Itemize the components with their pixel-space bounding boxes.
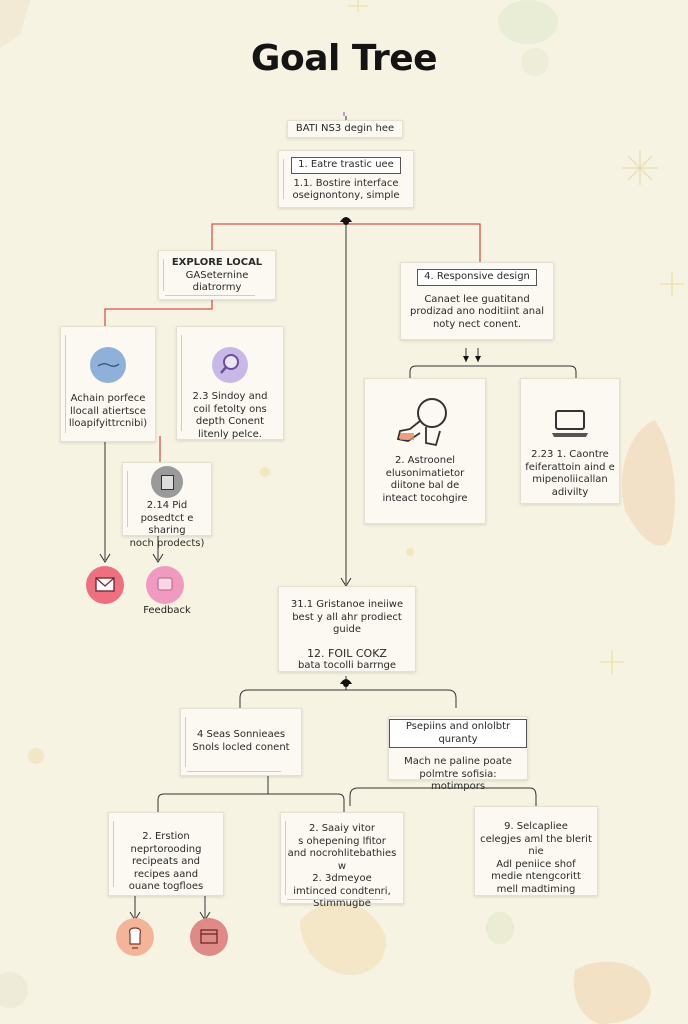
goal-node-text: GASeternine diatrormy bbox=[185, 269, 249, 294]
goal-node-header: 12. FOIL COKZ bbox=[307, 646, 387, 660]
page-title: Goal Tree bbox=[250, 38, 438, 79]
goal-node-text: Canaet lee guatitand prodizad ano noditi… bbox=[409, 293, 545, 330]
root-node: BATI NS3 degin hee bbox=[287, 120, 403, 138]
goal-node-text: Mach ne paline poate polmtre sofisia: mo… bbox=[404, 756, 512, 792]
goal-node-subtext: bata tocolli barrnge bbox=[297, 660, 397, 672]
goal-node-explore-local: EXPLORE LOCAL GASeternine diatrormy bbox=[158, 250, 276, 300]
binoculars-icon bbox=[396, 398, 447, 447]
goal-node-activity: 2.23 1. Caontre feiferattoin aind e mipe… bbox=[520, 378, 620, 504]
goal-node-text: 1.1. Bostire interface oseignontony, sim… bbox=[292, 177, 400, 202]
magnifier-icon bbox=[212, 347, 248, 383]
goal-node-attractional: 2. Astroonel elusonimatietor diitone bal… bbox=[364, 378, 486, 524]
goal-node-ease-of-use: 1. Eatre trastic uee 1.1. Bostire interf… bbox=[278, 150, 414, 208]
laptop-icon bbox=[552, 410, 588, 437]
feedback-icon bbox=[146, 566, 184, 604]
mail-icon bbox=[86, 566, 124, 604]
root-node-label: BATI NS3 degin hee bbox=[295, 123, 395, 134]
goal-node-responsive-design: 4. Responsive design Canaet lee guatitan… bbox=[400, 262, 554, 340]
goal-node-local-content: 4 Seas Sonnieaes Snols locled conent bbox=[180, 708, 302, 776]
goal-node-shopping-filter: 2. Saaiy vitor s ohepening lfitor and no… bbox=[280, 812, 404, 909]
goal-node-quality: Psepiins and onlolbtr quranty Mach ne pa… bbox=[388, 716, 528, 792]
goal-node-text: 2.14 Pid posedtct e sharing noch prodect… bbox=[129, 500, 205, 549]
goal-node-header: 4. Responsive design bbox=[417, 269, 537, 286]
goal-node-text: 4 Seas Sonnieaes Snols locled conent bbox=[192, 729, 290, 753]
goal-node-categories: 9. Selcapliee celegjes aml the blerit ni… bbox=[474, 806, 598, 896]
goal-node-text: 2. Saaiy vitor s ohepening lfitor and no… bbox=[287, 823, 397, 909]
goal-node-local-access: Achain porfece llocall atiertsce lloapif… bbox=[60, 326, 156, 442]
goal-node-product-sharing: 2.14 Pid posedtct e sharing noch prodect… bbox=[122, 462, 212, 549]
globe-icon bbox=[90, 347, 126, 383]
goal-node-study-content: 2.3 Sindoy and coil fetolty ons depth Co… bbox=[176, 326, 284, 440]
browser-icon bbox=[190, 918, 228, 956]
square-icon bbox=[151, 466, 183, 498]
goal-node-header: Psepiins and onlolbtr quranty bbox=[389, 719, 527, 748]
goal-node-text: 2. Astroonel elusonimatietor diitone bal… bbox=[382, 455, 468, 504]
goal-node-text: Achain porfece llocall atiertsce lloapif… bbox=[68, 393, 148, 429]
chef-icon bbox=[116, 918, 154, 956]
goal-node-header: EXPLORE LOCAL bbox=[171, 257, 263, 268]
goal-node-text: 2.23 1. Caontre feiferattoin aind e mipe… bbox=[525, 449, 615, 498]
goal-node-text: 31.1 Gristanoe ineiiwe best y all ahr pr… bbox=[290, 599, 404, 635]
goal-node-header: 1. Eatre trastic uee bbox=[291, 157, 401, 174]
feedback-label: Feedback bbox=[143, 605, 191, 616]
goal-node-text: 9. Selcapliee celegjes aml the blerit ni… bbox=[480, 821, 592, 895]
goal-node-recipes: 2. Erstion neprtorooding recipeats and r… bbox=[108, 812, 224, 896]
goal-node-product-guide: 31.1 Gristanoe ineiiwe best y all ahr pr… bbox=[278, 586, 416, 672]
goal-node-text: 2.3 Sindoy and coil fetolty ons depth Co… bbox=[192, 391, 268, 440]
goal-node-text: 2. Erstion neprtorooding recipeats and r… bbox=[128, 831, 204, 892]
